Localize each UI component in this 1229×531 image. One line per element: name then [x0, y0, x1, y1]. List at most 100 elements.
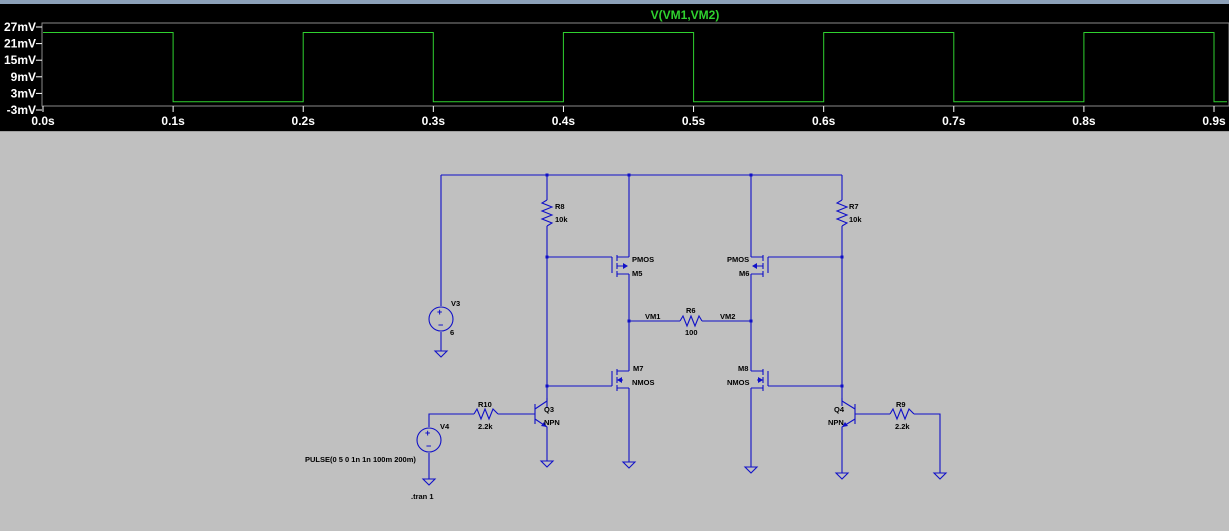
x-tick-label: 0.4s [552, 114, 576, 128]
net-label-vm2[interactable]: VM2 [720, 312, 735, 321]
bjt-q3-symbol[interactable] [530, 398, 548, 431]
wire-r9-gnd[interactable] [914, 413, 941, 473]
minus-icon: − [438, 320, 443, 330]
voltage-source-v3-symbol[interactable] [428, 306, 454, 332]
y-tick-label: 9mV [11, 70, 36, 84]
bjt-q4[interactable]: Q4 NPN [828, 398, 860, 431]
junction-dot [749, 319, 753, 323]
voltage-source-v4-value: PULSE(0 5 0 1n 1n 100m 200m) [305, 455, 416, 464]
x-tick-label: 0.5s [682, 114, 706, 128]
bjt-q3-name: Q3 [544, 405, 554, 414]
mosfet-m5-symbol[interactable] [611, 249, 630, 283]
x-tick-label: 0.8s [1072, 114, 1096, 128]
resistor-r10-value: 2.2k [478, 422, 493, 431]
resistor-r10-symbol[interactable] [473, 407, 499, 421]
bjt-q4-arrow [842, 422, 848, 427]
net-label-vm1[interactable]: VM1 [645, 312, 660, 321]
x-tick-label: 0.6s [812, 114, 836, 128]
mosfet-m5-name: M5 [632, 269, 642, 278]
x-axis: 0.0s 0.1s 0.2s 0.3s 0.4s 0.5s 0.6s 0.7s 0.8s 0.9s [31, 106, 1226, 128]
voltage-source-v3-name: V3 [451, 299, 460, 308]
bjt-q3-type: NPN [544, 418, 560, 427]
mosfet-m7-type: NMOS [632, 378, 655, 387]
mosfet-m5-arrow [623, 263, 628, 269]
mosfet-m5[interactable]: PMOS M5 [611, 249, 654, 283]
resistor-r8[interactable]: R8 10k [540, 199, 568, 227]
ground-icon [932, 472, 948, 480]
x-tick-label: 0.2s [292, 114, 316, 128]
resistor-r7-symbol[interactable] [835, 199, 849, 227]
bjt-q3[interactable]: Q3 NPN [530, 398, 560, 431]
mosfet-m6-arrow [752, 263, 757, 269]
voltage-source-v4[interactable]: + − V4 PULSE(0 5 0 1n 1n 100m 200m) [305, 422, 450, 464]
ground-icon [743, 466, 759, 474]
resistor-r10-name: R10 [478, 400, 492, 409]
mosfet-m5-type: PMOS [632, 255, 654, 264]
schematic-pane[interactable]: R8 10k R7 10k R6 100 R10 2.2k R9 2.2k [0, 131, 1229, 525]
x-tick-label: 0.0s [31, 114, 55, 128]
mosfet-m8[interactable]: M8 NMOS [727, 361, 769, 395]
minus-icon: − [426, 441, 431, 451]
x-tick-label: 0.7s [942, 114, 966, 128]
resistor-r9-value: 2.2k [895, 422, 910, 431]
mosfet-m7[interactable]: M7 NMOS [611, 361, 655, 395]
x-tick-label: 0.3s [422, 114, 446, 128]
resistor-r8-symbol[interactable] [540, 199, 554, 227]
resistor-r9-symbol[interactable] [889, 407, 915, 421]
mosfet-m7-name: M7 [633, 364, 643, 373]
y-tick-label: 3mV [11, 86, 36, 100]
junction-dot [627, 319, 631, 323]
voltage-source-v3[interactable]: + − V3 6 [428, 299, 460, 337]
wires[interactable] [428, 174, 941, 479]
mosfet-m6[interactable]: PMOS M6 [727, 249, 769, 283]
ground-icon [621, 461, 637, 469]
voltage-source-v4-name: V4 [440, 422, 450, 431]
trace-title[interactable]: V(VM1,VM2) [651, 8, 720, 22]
mosfet-m8-name: M8 [738, 364, 748, 373]
junction-dot [545, 384, 549, 388]
bjt-q3-arrow [541, 422, 547, 427]
bjt-q4-type: NPN [828, 418, 844, 427]
resistor-r8-name: R8 [555, 202, 565, 211]
y-tick-label: -3mV [7, 103, 36, 117]
x-tick-label: 0.1s [161, 114, 185, 128]
voltage-source-v4-symbol[interactable] [416, 427, 442, 453]
y-tick-label: 27mV [4, 20, 36, 34]
voltage-source-v3-value: 6 [450, 328, 454, 337]
mosfet-m8-arrow [758, 377, 763, 383]
junction-dot [749, 173, 753, 177]
resistor-r9[interactable]: R9 2.2k [889, 400, 915, 431]
schematic-canvas[interactable]: R8 10k R7 10k R6 100 R10 2.2k R9 2.2k [0, 132, 1229, 526]
junction-dot [545, 255, 549, 259]
trace-v-vm1-vm2[interactable] [43, 32, 1227, 103]
wire-v4-plus[interactable] [428, 413, 474, 427]
resistor-r10[interactable]: R10 2.2k [473, 400, 499, 431]
resistor-r6-symbol[interactable] [679, 314, 703, 328]
spice-directive[interactable]: .tran 1 [411, 492, 434, 501]
resistor-r7-value: 10k [849, 215, 862, 224]
grounds [421, 350, 948, 486]
y-tick-label: 21mV [4, 37, 36, 51]
junction-dot [545, 173, 549, 177]
junction-dot [840, 384, 844, 388]
resistor-r6[interactable]: R6 100 [679, 306, 703, 337]
resistor-r6-value: 100 [685, 328, 698, 337]
ground-icon [421, 478, 437, 486]
plus-icon: + [425, 428, 430, 438]
resistor-r9-name: R9 [896, 400, 906, 409]
bjt-q4-name: Q4 [834, 405, 845, 414]
mosfet-m6-symbol[interactable] [750, 249, 769, 283]
junction-dot [627, 173, 631, 177]
junction-dot [840, 255, 844, 259]
plus-icon: + [437, 307, 442, 317]
mosfet-m7-arrow [617, 377, 622, 383]
ground-icon [433, 350, 449, 358]
ground-icon [539, 460, 555, 468]
mosfet-m8-type: NMOS [727, 378, 750, 387]
x-tick-label: 0.9s [1202, 114, 1226, 128]
resistor-r7[interactable]: R7 10k [835, 199, 862, 227]
bjt-q4-symbol[interactable] [841, 398, 860, 431]
